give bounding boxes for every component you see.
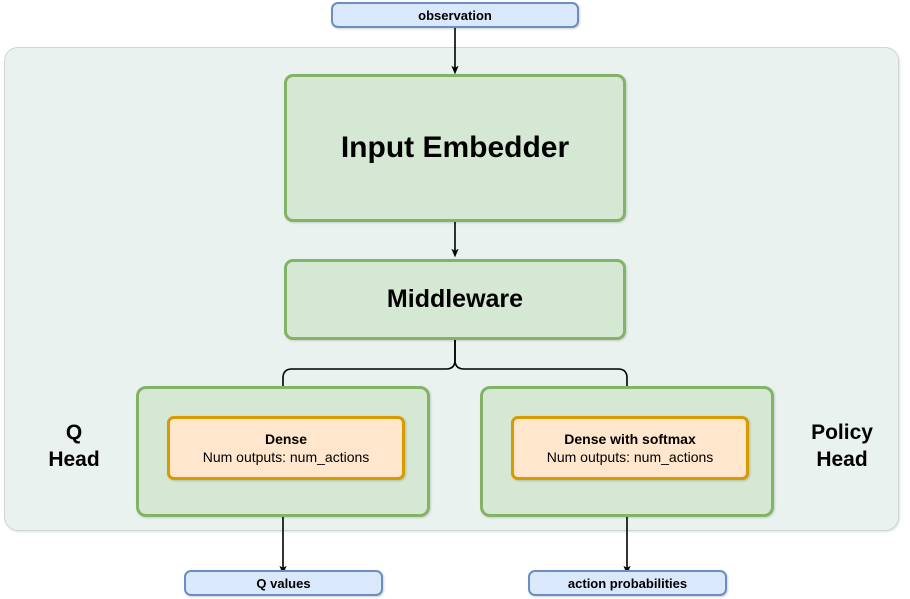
observation-node[interactable]: observation bbox=[331, 2, 579, 28]
action-probabilities-output-node[interactable]: action probabilities bbox=[528, 570, 727, 596]
input-embedder-block[interactable]: Input Embedder bbox=[284, 74, 626, 222]
q-head-dense-layer[interactable]: Dense Num outputs: num_actions bbox=[167, 416, 405, 480]
policy-head-side-label: Policy Head bbox=[786, 419, 898, 473]
q-head-group[interactable]: Dense Num outputs: num_actions bbox=[136, 386, 430, 517]
middleware-label: Middleware bbox=[386, 285, 524, 313]
input-embedder-label: Input Embedder bbox=[340, 131, 570, 164]
q-head-side-label-line2: Head bbox=[48, 448, 100, 471]
observation-label: observation bbox=[418, 7, 492, 23]
policy-head-group[interactable]: Dense with softmax Num outputs: num_acti… bbox=[480, 386, 774, 517]
action-probabilities-label: action probabilities bbox=[567, 575, 688, 591]
q-values-output-node[interactable]: Q values bbox=[184, 570, 383, 596]
q-head-side-label: Q Head bbox=[22, 419, 126, 473]
policy-head-side-label-line2: Head bbox=[816, 448, 868, 471]
q-head-side-label-line1: Q bbox=[65, 421, 83, 444]
policy-head-dense-title: Dense with softmax bbox=[564, 430, 696, 447]
policy-head-side-label-line1: Policy bbox=[811, 421, 873, 444]
middleware-block[interactable]: Middleware bbox=[284, 259, 626, 340]
q-values-label: Q values bbox=[256, 575, 311, 591]
q-head-dense-subtitle: Num outputs: num_actions bbox=[202, 448, 370, 465]
q-head-dense-title: Dense bbox=[264, 430, 308, 447]
policy-head-dense-layer[interactable]: Dense with softmax Num outputs: num_acti… bbox=[511, 416, 749, 480]
policy-head-dense-subtitle: Num outputs: num_actions bbox=[546, 448, 714, 465]
